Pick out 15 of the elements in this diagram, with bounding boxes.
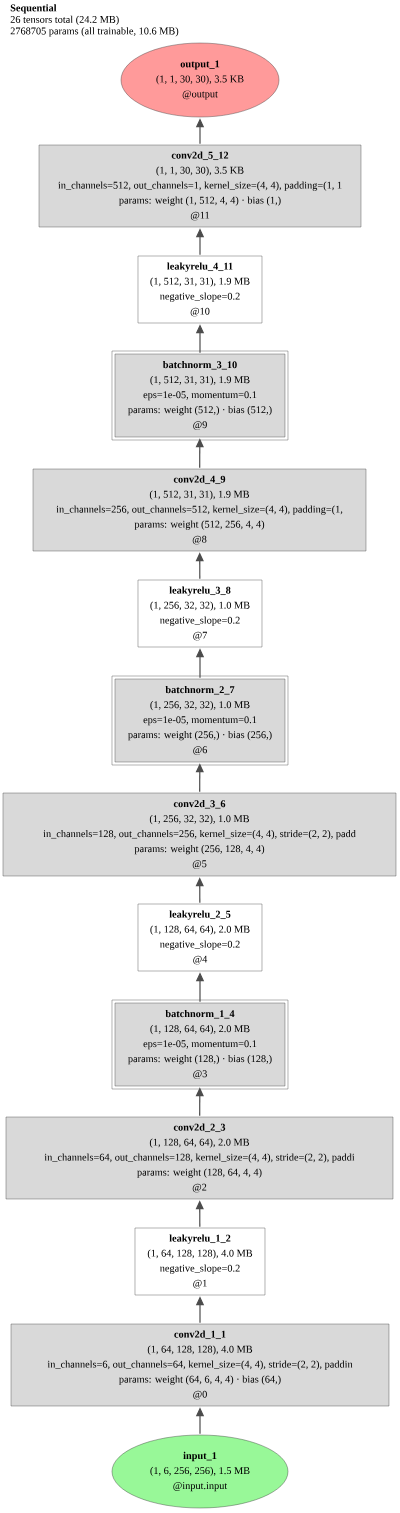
layer-box: conv2d_5_12 (1, 1, 30, 30), 3.5 KB in_channels=512, out_channels=1, kernel_size=(4, 4), padding=(1, 1 params: weight (1, 512, 4, 4) · bias (1,) @11 (38, 144, 362, 228)
label: 26 tensors total (24.2 MB) (10, 15, 119, 26)
layer-box: leakyrelu_4_11 (1, 512, 31, 31), 1.9 MB negative_slope=0.2 @10 (137, 255, 263, 324)
layer-box: conv2d_3_6 (1, 256, 32, 32), 1.0 MB in_channels=128, out_channels=256, kernel_size=(4, 4), stride=(2, 2), padd params: weight (256, 128, 4, 4) @5 (2, 792, 397, 877)
layer-box: batchnorm_3_10 (1, 512, 31, 31), 1.9 MB eps=1e-05, momentum=0.1 params: weight (512,) · bias (512,) @9 (114, 353, 286, 438)
layer-box: conv2d_2_3 (1, 128, 64, 64), 2.0 MB in_channels=64, out_channels=128, kernel_size=(4, 4), stride=(2, 2), paddi params: weight (128, 64, 4, 4) @2 (5, 1116, 394, 1200)
layer-box: conv2d_4_9 (1, 512, 31, 31), 1.9 MB in_channels=256, out_channels=512, kernel_size=(4, 4), padding=(1, params: weight (512, 256, 4, 4) @8 (32, 468, 367, 552)
layer-box: conv2d_1_1 (1, 64, 128, 128), 4.0 MB in_channels=6, out_channels=64, kernel_size=(4, 4), stride=(2, 2), paddin params: weight (64, 6, 4, 4) · bias (64,) @0 (10, 1323, 390, 1407)
layer-box: leakyrelu_1_2 (1, 64, 128, 128), 4.0 MB negative_slope=0.2 @1 (134, 1227, 266, 1296)
layer-box: leakyrelu_2_5 (1, 128, 64, 64), 2.0 MB negative_slope=0.2 @4 (137, 903, 263, 972)
layer-box: batchnorm_2_7 (1, 256, 32, 32), 1.0 MB eps=1e-05, momentum=0.1 params: weight (256,) · bias (256,) @6 (114, 678, 286, 763)
diagram-title: Sequential (10, 4, 57, 14)
label: 2768705 params (all trainable, 10.6 MB) (10, 27, 179, 37)
layer-box: leakyrelu_3_8 (1, 256, 32, 32), 1.0 MB negative_slope=0.2 @7 (137, 579, 263, 648)
layer-box: batchnorm_1_4 (1, 128, 64, 64), 2.0 MB eps=1e-05, momentum=0.1 params: weight (128,) · bias (128,) @3 (114, 1002, 286, 1087)
